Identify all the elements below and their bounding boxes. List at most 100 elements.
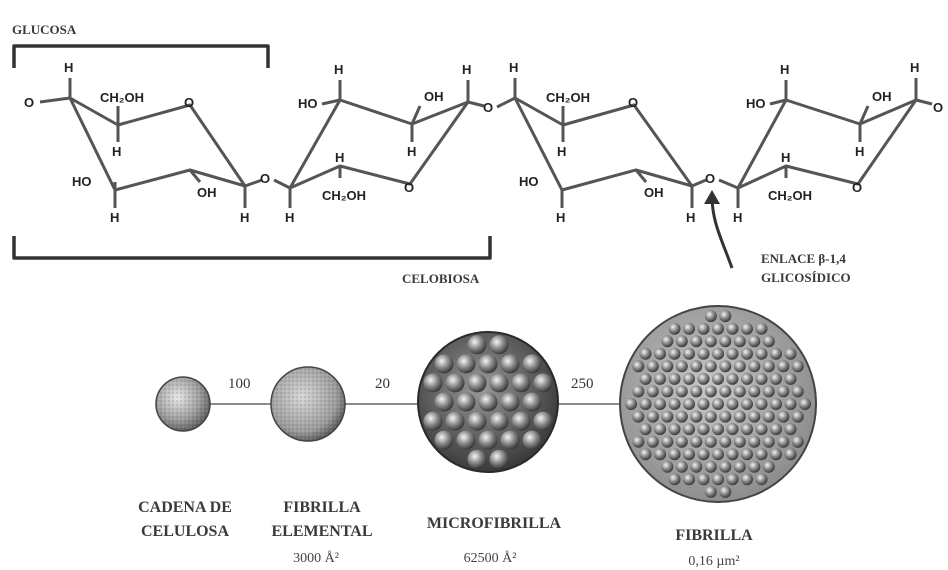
fibril-bead (646, 385, 659, 398)
atom-h: H (110, 210, 119, 225)
fibril-bead (762, 385, 775, 398)
fibril-bead (690, 460, 703, 473)
fibril-bead (741, 398, 753, 410)
fibril-bead (646, 410, 659, 423)
fibril-bead (632, 410, 645, 423)
fibril-bead (423, 373, 443, 393)
atom-h: H (462, 62, 471, 77)
fibril-bead (733, 460, 746, 473)
fibrilla-elemental-sphere (270, 366, 346, 442)
atom-oh: OH (424, 89, 444, 104)
fibril-bead (690, 385, 703, 398)
fibril-bead (467, 335, 487, 355)
atom-h: H (407, 144, 416, 159)
fibril-bead (712, 473, 724, 486)
fibril-bead (511, 373, 531, 393)
fibril-bead (741, 423, 753, 436)
fibril-bead (668, 347, 681, 360)
fibril-bead (741, 347, 753, 360)
fibril-bead (712, 423, 724, 436)
connector-label-250: 250 (571, 376, 594, 392)
celobiosa-label: CELOBIOSA (402, 271, 480, 286)
atom-oh: OH (872, 89, 892, 104)
fibril-bead (632, 435, 645, 448)
fibril-bead (675, 385, 688, 398)
fibril-bead (489, 449, 509, 469)
fibril-bead (661, 410, 674, 423)
fibril-bead (500, 354, 520, 374)
fibril-bead (719, 435, 732, 448)
fibril-bead (675, 360, 688, 373)
atom-ch2oh: CH₂OH (100, 90, 144, 105)
fibril-bead (777, 360, 790, 373)
fibril-bead (683, 423, 695, 436)
atom-ring-o: O (852, 180, 862, 195)
fibril-bead (489, 411, 509, 431)
fibril-bead (741, 473, 753, 486)
glucose-ring-3: H CH₂OH O H HO OH H H (509, 60, 707, 225)
fibril-bead (467, 449, 487, 469)
fibril-bead (733, 360, 746, 373)
fibril-bead (661, 460, 674, 473)
fibril-bead (726, 423, 739, 436)
fibril-bead (704, 360, 717, 373)
fibril-bead (733, 410, 746, 423)
fibril-bead (726, 372, 739, 385)
glucose-ring-4: H HO OH H H O CH₂OH H H O (733, 60, 943, 225)
stage-name-cadena-line1: CADENA DE (138, 499, 232, 516)
fibril-bead (522, 354, 542, 374)
fibril-bead (784, 347, 797, 360)
fibril-bead (668, 322, 681, 335)
fibril-bead (755, 398, 768, 410)
fibril-bead (777, 410, 790, 423)
fibril-bead (748, 435, 761, 448)
fibril-bead (704, 335, 717, 348)
fibril-bead (704, 385, 717, 398)
fibril-bead (719, 410, 732, 423)
fibril-bead (712, 398, 724, 410)
stage-name-fibrilla: FIBRILLA (675, 527, 753, 544)
fibril-bead (719, 335, 732, 348)
fibril-bead (625, 398, 637, 410)
fibril-bead (697, 322, 710, 335)
fibril-bead (770, 423, 782, 436)
atom-ring-o: O (404, 180, 414, 195)
atom-ring-o: O (184, 95, 194, 110)
atom-ho: HO (519, 174, 539, 189)
fibril-bead (762, 460, 775, 473)
fibril-bead (500, 392, 520, 412)
fibril-bead (748, 335, 761, 348)
fibril-bead (654, 347, 666, 360)
fibril-bead (762, 360, 775, 373)
atom-h: H (910, 60, 919, 75)
fibril-bead (423, 411, 443, 431)
fibril-bead (741, 372, 753, 385)
atom-h: H (334, 62, 343, 77)
fibril-bead (434, 354, 454, 374)
fibril-bead (770, 347, 782, 360)
fibril-bead (733, 335, 746, 348)
fibril-bead (770, 372, 782, 385)
fibril-bead (719, 310, 732, 323)
fibril-bead (489, 373, 509, 393)
fibril-bead (445, 373, 465, 393)
fibril-bead (748, 460, 761, 473)
fibril-bead (726, 398, 739, 410)
fibril-bead (690, 435, 703, 448)
fibril-bead (697, 347, 710, 360)
bridge-o-2: O (483, 100, 493, 115)
fibril-bead (661, 385, 674, 398)
fibril-bead (712, 448, 724, 461)
fibril-bead (683, 398, 695, 410)
fibril-bead (726, 473, 739, 486)
fibril-bead (755, 347, 768, 360)
fibril-bead (719, 485, 732, 498)
atom-oh: OH (197, 185, 217, 200)
stage-name-elemental-line1: FIBRILLA (283, 499, 361, 516)
atom-h: H (556, 210, 565, 225)
fibril-bead (762, 435, 775, 448)
fibril-bead (726, 448, 739, 461)
fibril-bead (741, 322, 753, 335)
glucosa-bracket (12, 44, 270, 68)
fibril-bead (467, 373, 487, 393)
